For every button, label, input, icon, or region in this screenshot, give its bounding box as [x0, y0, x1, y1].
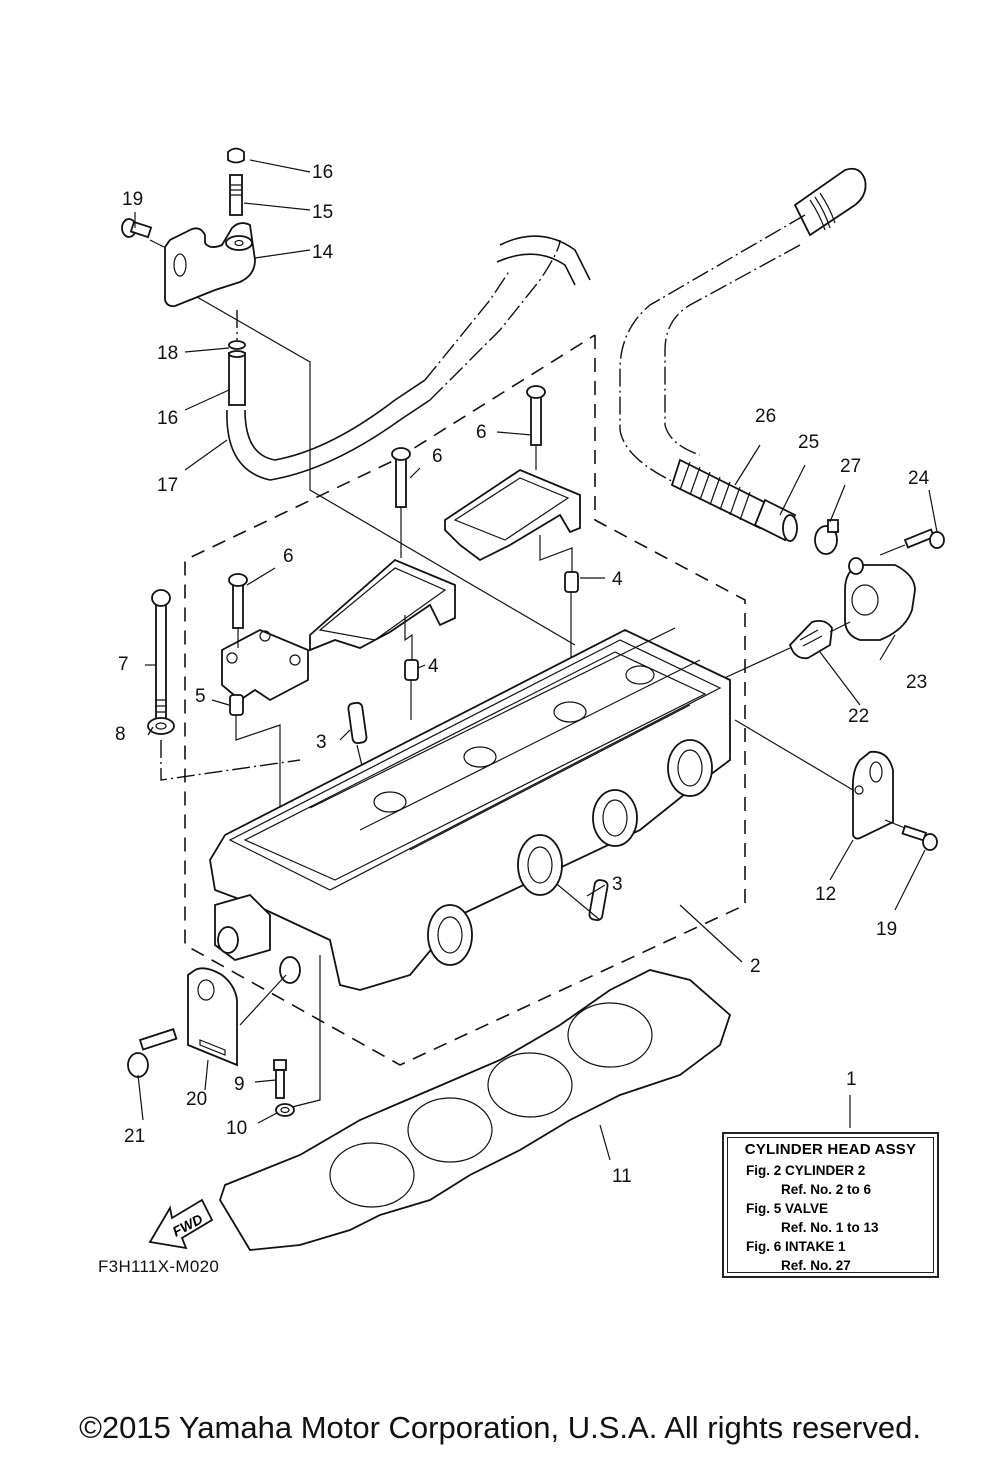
callout-8: 8	[115, 724, 126, 745]
hose-clamp-27	[814, 519, 839, 555]
centerline	[719, 544, 906, 681]
callout-11: 11	[612, 1166, 632, 1187]
callout-5: 5	[195, 686, 206, 707]
fwd-arrow-icon: FWD	[148, 1198, 214, 1250]
thermostat-22	[788, 619, 833, 660]
cap-15	[227, 147, 245, 164]
callout-1: 1	[846, 1069, 857, 1090]
callout-23: 23	[906, 672, 927, 693]
legend-inner-border	[727, 1137, 934, 1273]
pipe-16	[228, 350, 246, 406]
callout-9: 9	[234, 1074, 245, 1095]
bolt-21	[127, 1028, 178, 1078]
callout-4-upper: 4	[612, 569, 623, 590]
callout-10: 10	[226, 1118, 247, 1139]
callout-17: 17	[157, 475, 178, 496]
dowel-pin-4-lower	[404, 659, 419, 681]
bolt-9	[273, 1059, 287, 1099]
callout-12: 12	[815, 884, 836, 905]
callout-6-right: 6	[476, 422, 487, 443]
washer-8	[147, 717, 175, 735]
callouts: 16 15 14 19 18 16 17 6 6 6 7 8 5 3 4 4 3…	[115, 162, 930, 1187]
pin-3-lower	[588, 879, 609, 922]
legend-box: CYLINDER HEAD ASSY Fig. 2 CYLINDER 2 Ref…	[722, 1132, 939, 1278]
hose-26	[619, 167, 867, 530]
legend-line: Ref. No. 1 to 13	[781, 1220, 879, 1235]
cam-cap-center	[309, 558, 456, 652]
centerline	[734, 719, 906, 829]
legend-line: Fig. 6 INTAKE 1	[746, 1239, 846, 1254]
bolt-19-lower	[901, 824, 938, 851]
bracket-12	[851, 750, 894, 840]
callout-15: 16	[312, 162, 333, 183]
dowel-pin-5	[229, 694, 244, 716]
legend-title: CYLINDER HEAD ASSY	[744, 1141, 917, 1158]
callout-6-center: 6	[432, 446, 443, 467]
centerline	[160, 740, 301, 781]
pin-3-upper	[347, 701, 368, 745]
legend-line: Fig. 2 CYLINDER 2	[746, 1163, 866, 1178]
callout-18: 18	[157, 343, 178, 364]
callout-14: 15	[312, 202, 333, 223]
leader-lines	[134, 159, 938, 1161]
head-gasket-11	[219, 969, 732, 1251]
clip-18	[228, 340, 246, 350]
copyright-notice: ©2015 Yamaha Motor Corporation, U.S.A. A…	[79, 1410, 921, 1445]
callout-13: 14	[312, 242, 334, 263]
callout-25: 25	[798, 432, 819, 453]
bolt-6-right	[526, 385, 546, 446]
bolt-24	[903, 528, 945, 549]
centerline	[237, 445, 537, 648]
bolt-6-left	[228, 573, 248, 629]
bolt-axis	[149, 239, 165, 248]
head-bolt-7	[151, 589, 171, 721]
legend-line: Ref. No. 2 to 6	[781, 1182, 872, 1197]
callout-3-lower: 3	[612, 874, 623, 895]
bracket-20	[187, 967, 238, 1067]
callout-19-upper: 19	[122, 189, 143, 210]
bolt-19-upper	[121, 218, 153, 239]
fitting-14	[229, 174, 243, 216]
assembly-boundary-top	[394, 334, 596, 461]
callout-21: 21	[124, 1126, 145, 1147]
legend-line: Fig. 5 VALVE	[746, 1201, 829, 1216]
gasket-10	[275, 1103, 295, 1117]
callout-6-left: 6	[283, 546, 294, 567]
callout-3-upper: 3	[316, 732, 327, 753]
cylinder-head-2	[209, 627, 731, 991]
cam-cap-right	[444, 468, 581, 562]
callout-22: 22	[848, 706, 869, 727]
dowel-pin-4-upper	[564, 571, 579, 593]
callout-7: 7	[118, 654, 129, 675]
thermostat-cover-23	[844, 557, 916, 641]
callout-2: 2	[750, 956, 761, 977]
callout-26: 26	[755, 406, 776, 427]
callout-27: 27	[840, 456, 861, 477]
hose-17	[226, 235, 591, 481]
pipe-25	[753, 498, 798, 542]
drawing-code: F3H111X-M020	[98, 1257, 220, 1276]
assembly-boundary	[184, 335, 746, 1066]
callout-4-lower: 4	[428, 656, 439, 677]
callout-16: 16	[157, 408, 178, 429]
callout-19-lower: 19	[876, 919, 897, 940]
legend-line: Ref. No. 27	[781, 1258, 851, 1273]
bolt-6-center	[391, 447, 411, 508]
centerline	[196, 296, 576, 646]
callout-20: 20	[186, 1089, 207, 1110]
callout-24: 24	[908, 468, 930, 489]
centerline	[235, 535, 573, 820]
joint-bracket-13	[164, 222, 256, 308]
cam-cap-left	[221, 629, 309, 702]
